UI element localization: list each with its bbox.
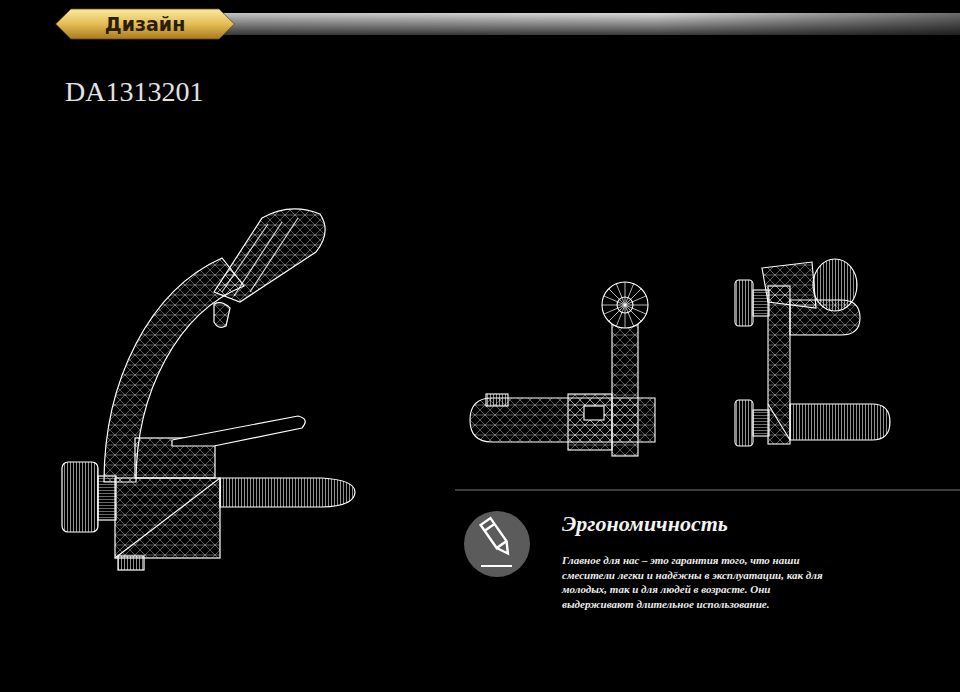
tab-label: Дизайн xyxy=(50,8,240,40)
feature-heading: Эргономичность xyxy=(562,511,728,537)
tab-text: Дизайн xyxy=(50,8,240,40)
header-bar-shade xyxy=(200,13,960,35)
faucet-side-view xyxy=(62,209,355,570)
divider-line xyxy=(455,489,960,490)
model-number: DA1313201 xyxy=(65,76,203,108)
faucet-top-view xyxy=(735,259,890,446)
header-bar xyxy=(200,13,960,35)
faucet-front-view xyxy=(470,282,655,456)
feature-text: Главное для нас – это гарантия того, что… xyxy=(562,553,834,611)
pencil-icon xyxy=(464,511,530,577)
